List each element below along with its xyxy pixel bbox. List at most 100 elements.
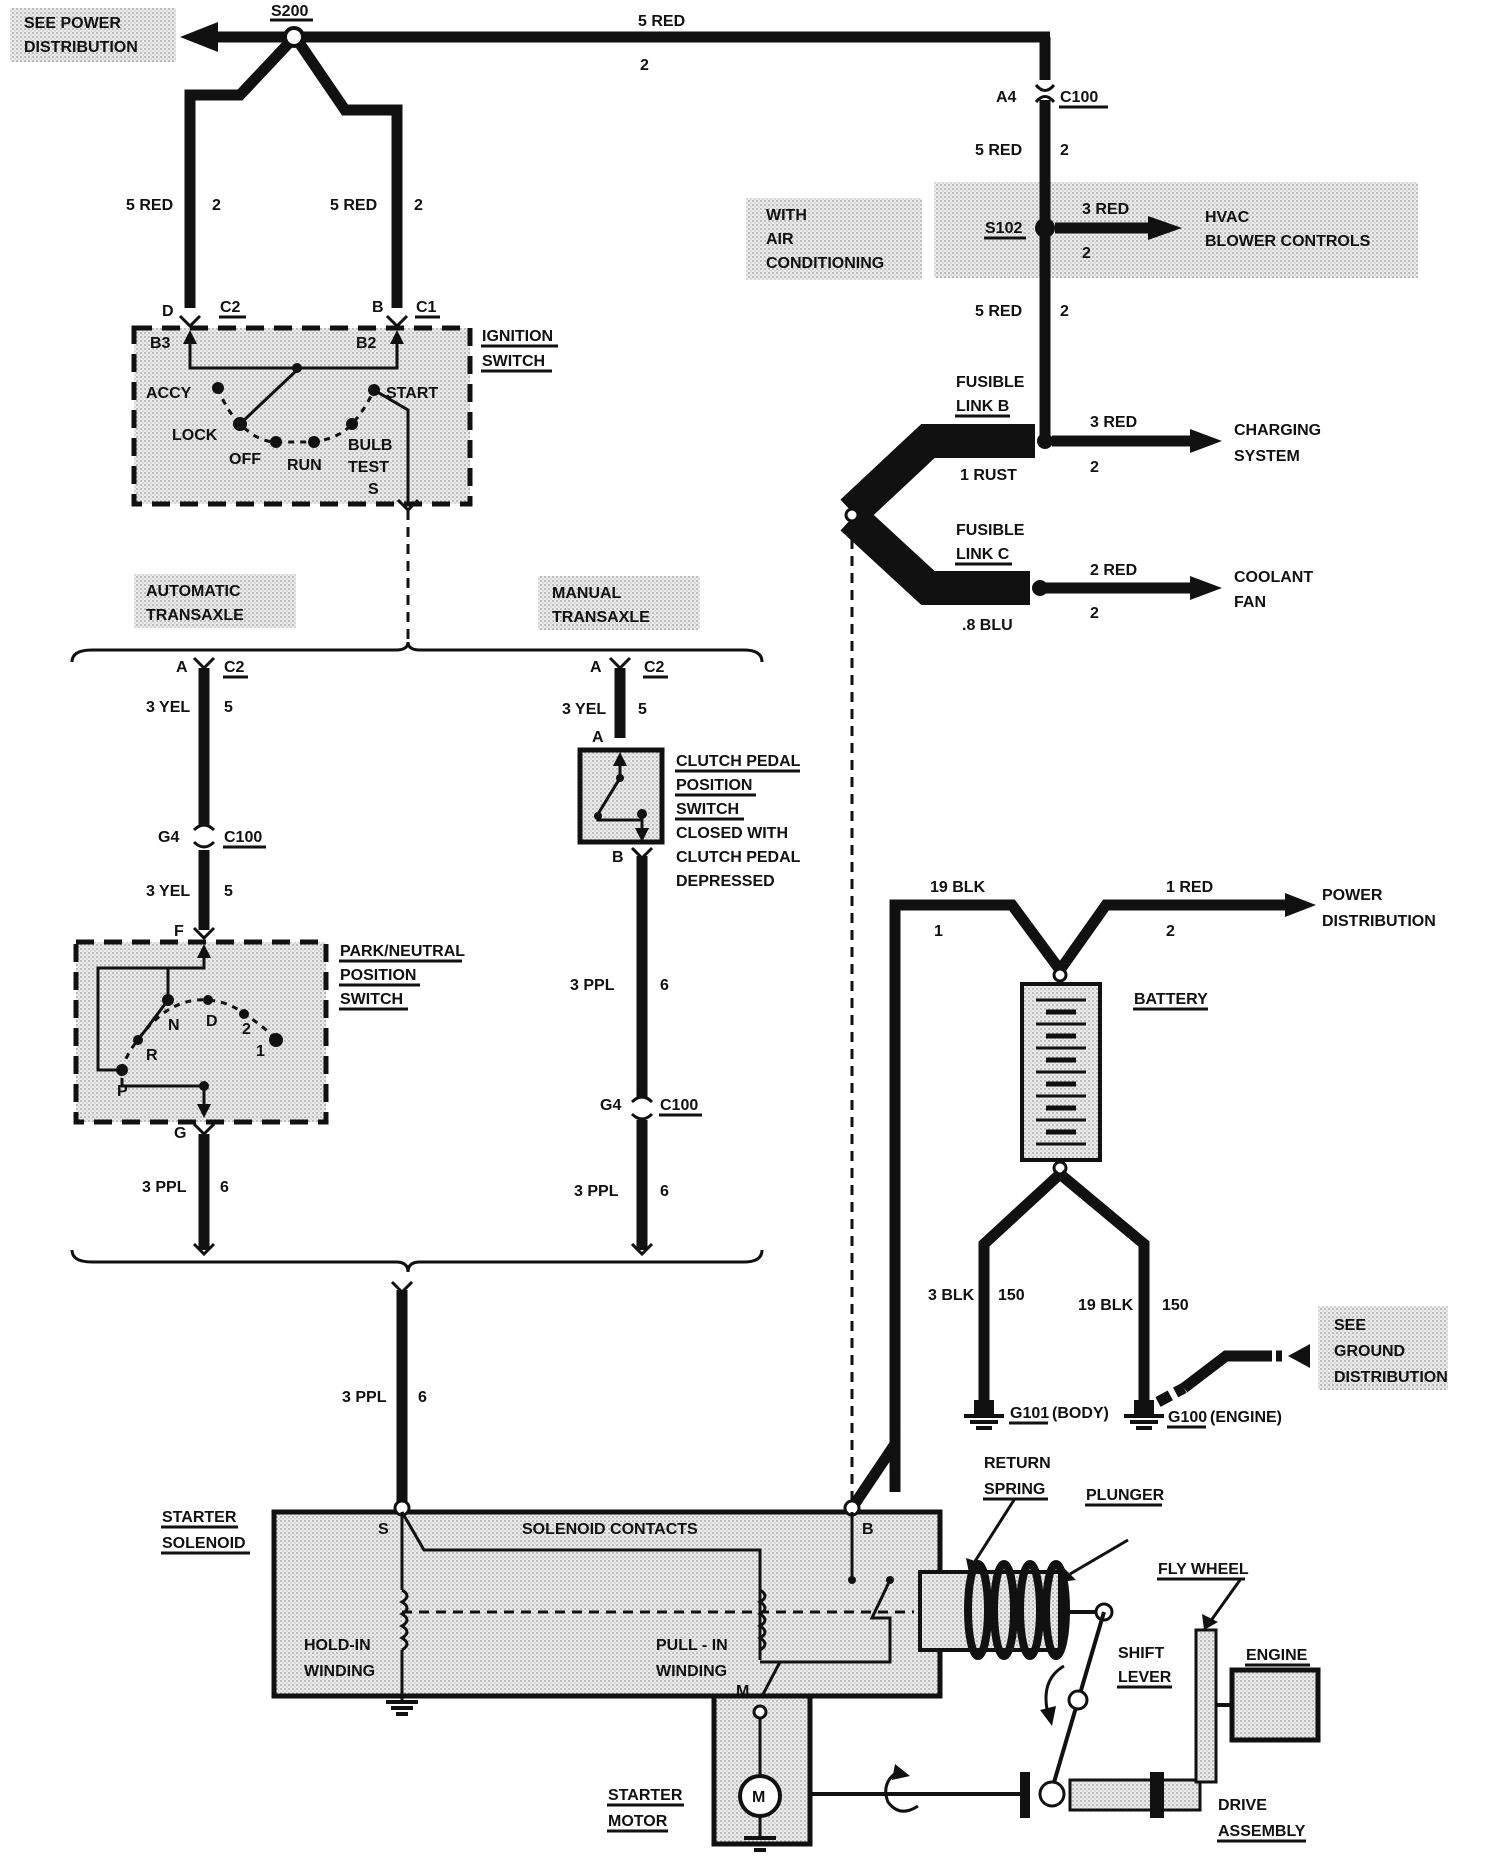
g101-note: (BODY) xyxy=(1052,1405,1109,1422)
ign-bulb: BULB xyxy=(348,437,392,454)
battery-neg-circ: 1 xyxy=(934,923,943,940)
manual-conn-c2: C2 xyxy=(644,659,665,676)
auto-pin-f: F xyxy=(174,923,184,940)
solenoid-b: B xyxy=(862,1521,874,1538)
manual-wire3: 3 PPL xyxy=(574,1183,619,1200)
hvac-label-2: BLOWER CONTROLS xyxy=(1205,233,1371,250)
battery-cells xyxy=(1036,998,1086,1146)
shift-lever-2: LEVER xyxy=(1118,1669,1172,1686)
ign-off: OFF xyxy=(229,451,261,468)
pull-in-winding-lead xyxy=(400,1511,762,1660)
wire-5red-left xyxy=(184,40,293,308)
drive-assembly-2: ASSEMBLY xyxy=(1218,1823,1306,1840)
top-wire-label: 5 RED xyxy=(638,13,685,30)
starter-feed-circ: 6 xyxy=(418,1389,427,1406)
fusible-b-wire: 1 RUST xyxy=(960,467,1017,484)
ign-title-2: SWITCH xyxy=(482,353,545,370)
flywheel-label: FLY WHEEL xyxy=(1158,1561,1249,1578)
pnp-title-1: PARK/NEUTRAL xyxy=(340,943,465,960)
manual-pin-g4: G4 xyxy=(600,1097,621,1114)
power-feed-arrow xyxy=(180,22,218,52)
ground-dist-dashed-wire xyxy=(1155,1383,1187,1407)
s102-splice xyxy=(1035,218,1055,238)
ign-b3: B3 xyxy=(150,335,171,352)
fusible-link-c xyxy=(840,505,1030,605)
ign-title-1: IGNITION xyxy=(482,328,553,345)
ign-accy: ACCY xyxy=(146,385,192,402)
pull-in-2: WINDING xyxy=(656,1663,727,1680)
flywheel xyxy=(1194,1628,1218,1784)
coolant-arrow xyxy=(1190,576,1222,600)
clutch-l3: SWITCH xyxy=(676,801,739,818)
ign-conn-c2: C2 xyxy=(220,299,241,316)
ign-pin-d: D xyxy=(162,303,174,320)
ac-note-2: AIR xyxy=(766,231,794,248)
auto-circ2: 5 xyxy=(224,883,233,900)
ground2-circ: 150 xyxy=(1162,1297,1189,1314)
manual-trans-note-box xyxy=(538,576,700,630)
motor-title-2: MOTOR xyxy=(608,1813,668,1830)
power-dist-label-2: DISTRIBUTION xyxy=(24,39,138,56)
charging-label-1: CHARGING xyxy=(1234,422,1321,439)
auto-wire1: 3 YEL xyxy=(146,699,190,716)
ign-right-circuit: 2 xyxy=(414,197,423,214)
plunger-label: PLUNGER xyxy=(1086,1487,1165,1504)
return-spring-2: SPRING xyxy=(984,1481,1045,1498)
clutch-l5: CLUTCH PEDAL xyxy=(676,849,801,866)
fusible-b-2: LINK B xyxy=(956,398,1009,415)
power-dist-label-1: SEE POWER xyxy=(24,15,121,32)
power-dist-arrow xyxy=(1285,893,1316,917)
power-dist-note-box xyxy=(10,8,176,62)
ground-dist-1: SEE xyxy=(1334,1317,1366,1334)
s102-out-wire: 3 RED xyxy=(1082,201,1129,218)
ac-note-1: WITH xyxy=(766,207,807,224)
ground1-circ: 150 xyxy=(998,1287,1025,1304)
wire-3blk-ground xyxy=(978,1169,1064,1404)
engine-label: ENGINE xyxy=(1246,1647,1308,1664)
battery-title: BATTERY xyxy=(1134,991,1208,1008)
engine-block xyxy=(1229,1667,1321,1743)
auto-circ1: 5 xyxy=(224,699,233,716)
manual-pin-a2: A xyxy=(592,729,604,746)
charging-label-2: SYSTEM xyxy=(1234,448,1300,465)
hold-in-1: HOLD-IN xyxy=(304,1637,371,1654)
manual-circ1: 5 xyxy=(638,701,647,718)
pnp-p: P xyxy=(117,1083,128,1100)
battery-cable-to-solenoid xyxy=(847,1425,901,1512)
starter-solenoid-body xyxy=(271,1509,943,1699)
ac-note-3: CONDITIONING xyxy=(766,255,884,272)
pnp-title-3: SWITCH xyxy=(340,991,403,1008)
hvac-label-1: HVAC xyxy=(1205,209,1250,226)
g100-ground-icon xyxy=(1124,1400,1164,1430)
s102-label: S102 xyxy=(985,220,1022,237)
starter-feed-wire: 3 PPL xyxy=(342,1389,387,1406)
transaxle-brace-top xyxy=(70,641,764,663)
ign-left-circuit: 2 xyxy=(212,197,221,214)
manual-circ3: 6 xyxy=(660,1183,669,1200)
auto-wire3: 3 PPL xyxy=(142,1179,187,1196)
fusible-junction xyxy=(844,507,860,523)
s200-splice xyxy=(283,26,305,48)
coolant-wire: 2 RED xyxy=(1090,562,1137,579)
power-dist-2: DISTRIBUTION xyxy=(1322,913,1436,930)
ground-dist-2: GROUND xyxy=(1334,1343,1405,1360)
pnp-d: D xyxy=(206,1013,218,1030)
ignition-switch-lever xyxy=(238,368,299,426)
ignition-switch-box xyxy=(131,325,473,507)
wire-19blk-battery xyxy=(889,899,1065,1492)
g101-label: G101 xyxy=(1010,1405,1049,1422)
auto-pin-a: A xyxy=(176,659,188,676)
battery-pos-circ: 2 xyxy=(1166,923,1175,940)
coolant-label-1: COOLANT xyxy=(1234,569,1313,586)
transaxle-brace-bottom xyxy=(70,1249,764,1273)
pnp-1: 1 xyxy=(256,1043,265,1060)
c100-pin-a4: A4 xyxy=(996,89,1017,106)
fusible-c-2: LINK C xyxy=(956,546,1010,563)
ign-lock: LOCK xyxy=(172,427,218,444)
pull-in-winding-coil xyxy=(757,1588,767,1652)
manual-pin-b: B xyxy=(612,849,624,866)
manual-wire1: 3 YEL xyxy=(562,701,606,718)
wire-1red-battery xyxy=(1055,899,1290,974)
fusible-c-wire: .8 BLU xyxy=(962,617,1013,634)
solenoid-title-1: STARTER xyxy=(162,1509,237,1526)
